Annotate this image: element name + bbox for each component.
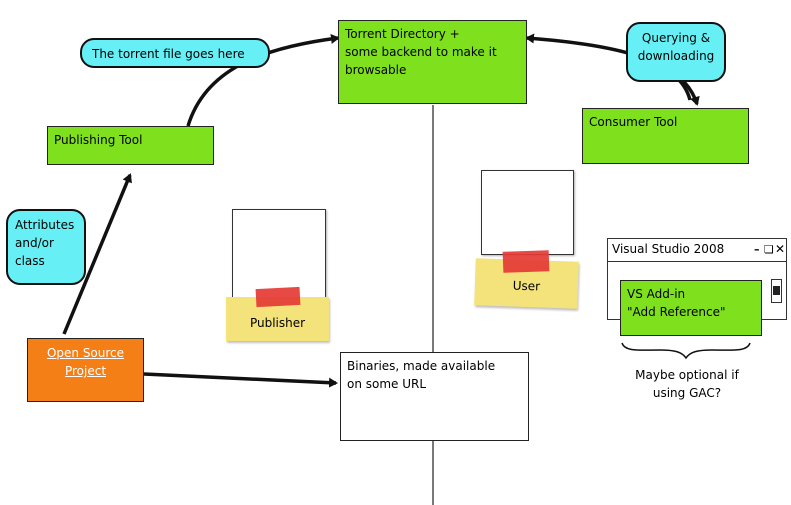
attributes-bubble: Attributes and/or class bbox=[6, 209, 86, 285]
torrent-file-bubble: The torrent file goes here bbox=[80, 38, 270, 68]
curly-brace bbox=[621, 342, 751, 360]
publishing-tool-box: Publishing Tool bbox=[47, 126, 214, 165]
minimize-icon[interactable]: – bbox=[754, 243, 760, 256]
vs-window-title: Visual Studio 2008 bbox=[612, 242, 725, 256]
arrow-project-to-binaries bbox=[143, 372, 338, 388]
maybe-optional-label: Maybe optional if using GAC? bbox=[635, 368, 739, 400]
open-source-project-box[interactable]: Open Source Project bbox=[27, 338, 144, 402]
binaries-box: Binaries, made available on some URL bbox=[340, 352, 529, 441]
user-tape bbox=[502, 250, 550, 273]
publisher-photo bbox=[232, 209, 326, 298]
publisher-tape bbox=[255, 286, 301, 308]
arrow-project-to-publishing bbox=[62, 173, 132, 335]
vs-addin-box: VS Add-in "Add Reference" bbox=[620, 280, 762, 336]
user-photo bbox=[481, 170, 574, 255]
close-icon[interactable]: ✕ bbox=[775, 242, 786, 256]
torrent-directory-box: Torrent Directory + some backend to make… bbox=[338, 20, 527, 104]
consumer-tool-box: Consumer Tool bbox=[582, 108, 749, 164]
querying-bubble: Querying & downloading bbox=[626, 22, 726, 82]
vs-scrollbar[interactable] bbox=[771, 279, 782, 303]
restore-icon[interactable]: ❏ bbox=[764, 243, 774, 256]
vs-window-titlebar: Visual Studio 2008 – ❏ ✕ bbox=[608, 239, 786, 262]
vs-scrollbar-thumb[interactable] bbox=[773, 286, 780, 295]
